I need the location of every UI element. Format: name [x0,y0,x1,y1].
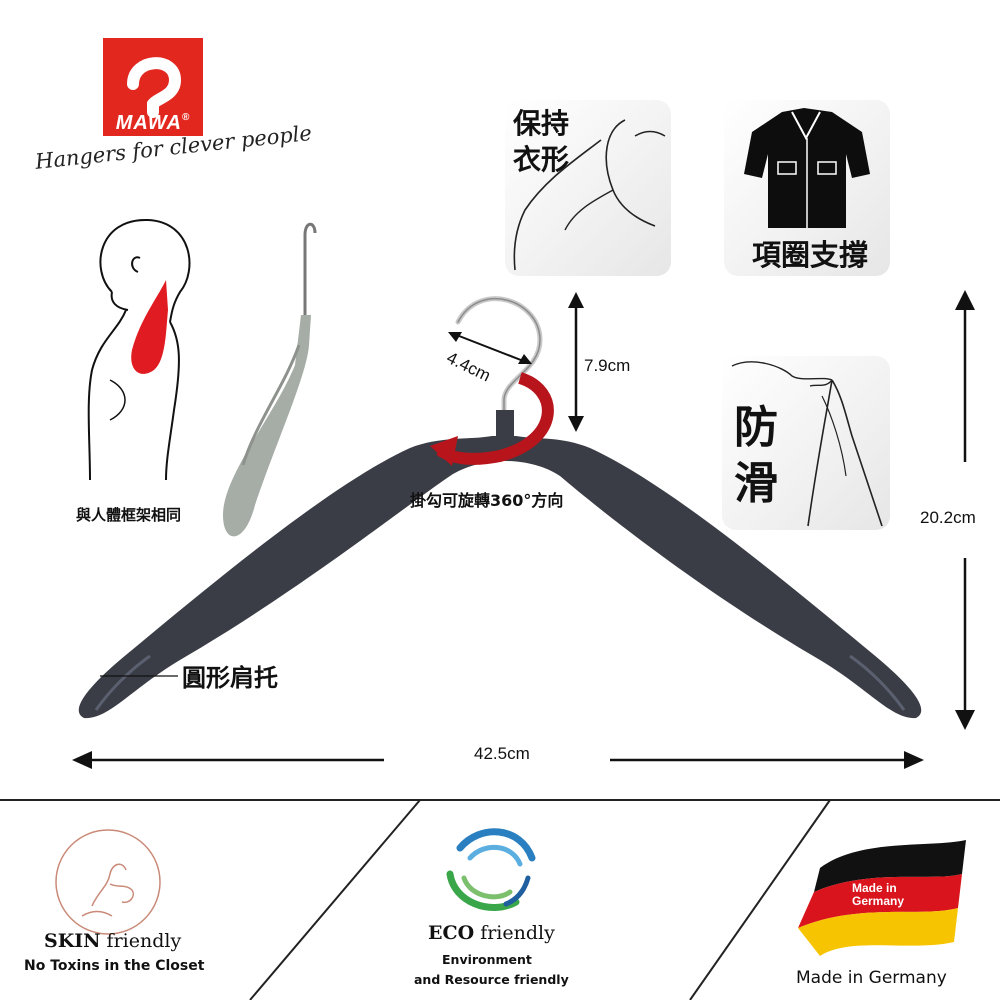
collar-support-card: 項圈支撐 [724,100,890,276]
skin-friendly-icon [55,829,161,935]
eco-friendly-title: ECO friendly [428,922,555,944]
hook-height-arrow-icon [568,292,584,432]
made-in-germany-label: Made in Germany [796,968,947,988]
eco-friendly-icon [446,828,536,911]
keep-shape-label-line1: 保持 [513,107,570,140]
mawa-logo [103,38,203,136]
total-width-label: 42.5cm [474,744,530,763]
hook-rotation-label: 掛勾可旋轉360°方向 [410,491,564,510]
keep-shape-label-line2: 衣形 [513,143,570,176]
black-shirt-icon [744,108,870,228]
total-height-arrow-icon [955,290,975,730]
flag-overlay-line2: Germany [852,894,905,908]
flag-overlay-text: Made in Germany [852,882,904,908]
hook-width-arrow-icon [448,332,532,364]
bottom-divider-lines [0,799,1000,1000]
logo-wordmark: MAWA® [115,112,191,134]
mawa-hook-mark-icon [127,57,182,118]
head-shoulder-illustration-icon [87,218,191,481]
anti-slip-label-line2: 滑 [734,458,778,509]
shirt-collar-sketch-icon [513,119,666,271]
round-shoulder-label: 圓形肩托 [182,664,278,692]
collar-support-label: 項圈支撐 [751,238,868,272]
anti-slip-card: 防 滑 [722,356,890,530]
skin-friendly-subtitle: No Toxins in the Closet [24,958,205,974]
main-hanger-icon [78,296,922,719]
round-shoulder-leader-icon [100,675,178,677]
body-frame-label: 與人體框架相同 [76,506,182,524]
total-width-arrow-icon [72,751,924,769]
german-flag-icon [798,840,966,956]
skin-friendly-title: SKIN friendly [44,930,182,952]
eco-friendly-subtitle-line2: and Resource friendly [414,972,569,987]
side-view-hanger-icon [223,222,317,537]
total-height-label: 20.2cm [920,508,976,527]
eco-friendly-subtitle-line1: Environment [442,952,532,967]
flag-overlay-line1: Made in [852,881,897,895]
hanger-sketch-icon [731,361,883,527]
anti-slip-label-line1: 防 [734,402,778,453]
hook-height-label: 7.9cm [584,356,631,375]
keep-shape-card: 保持 衣形 [505,100,671,276]
